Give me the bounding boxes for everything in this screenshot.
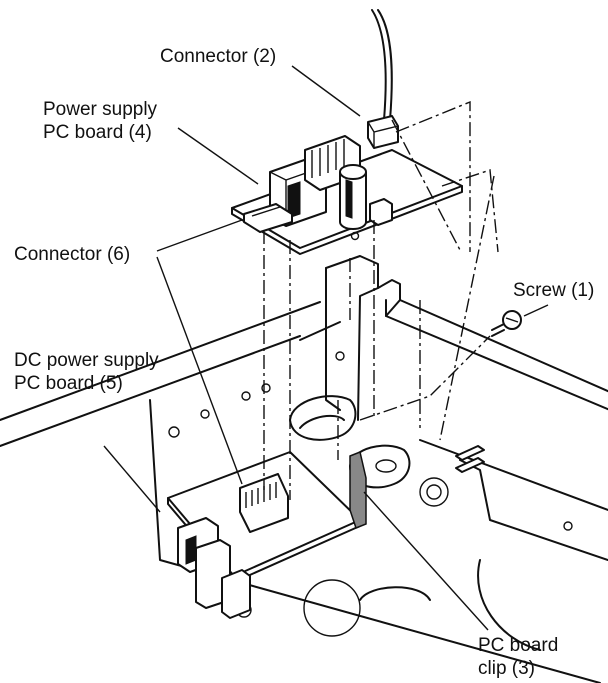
pc-board-clip-label-line1: PC board — [478, 635, 559, 656]
chassis-panel — [0, 301, 608, 683]
dc-power-board-label-line2: PC board (5) — [14, 373, 123, 394]
connector-2-plug — [367, 115, 399, 149]
dc-power-board-label-line1: DC power supply — [14, 350, 159, 371]
power-supply-board-label-line2: PC board (4) — [43, 122, 152, 143]
pc-board-clip-label-line2: clip (3) — [478, 658, 536, 679]
connector-2-label: Connector (2) — [160, 46, 277, 67]
leader-lines — [103, 65, 549, 631]
screw — [491, 310, 522, 337]
screw-1-label: Screw (1) — [513, 280, 595, 301]
connector-6-label: Connector (6) — [14, 244, 131, 265]
power-supply-board-label-line1: Power supply — [43, 99, 158, 120]
pc-board-clip — [349, 450, 367, 529]
alignment-lines — [263, 100, 499, 500]
chassis-bracket — [299, 255, 608, 421]
power-supply-board — [231, 135, 463, 255]
cable — [371, 9, 393, 121]
dc-power-supply-board — [167, 451, 361, 619]
